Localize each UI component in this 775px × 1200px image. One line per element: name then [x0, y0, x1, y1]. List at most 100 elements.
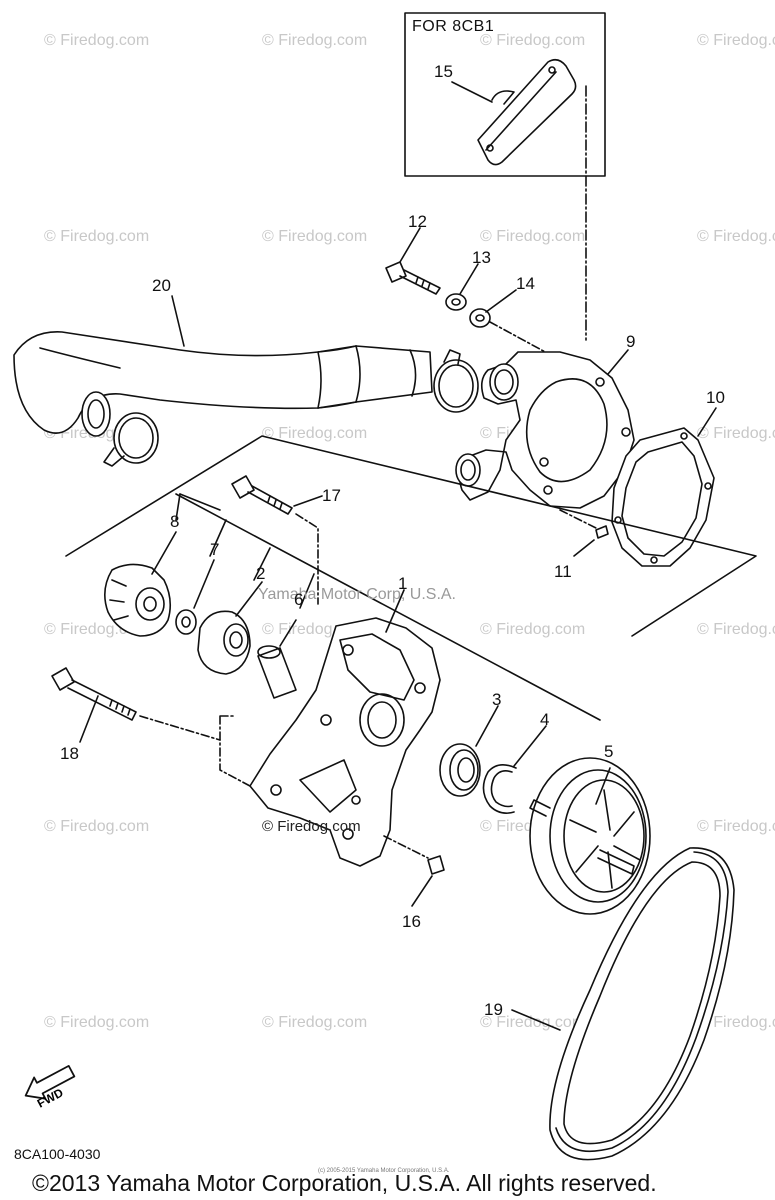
assembly-outline — [65, 435, 757, 637]
watermark: © Firedog.com — [697, 1014, 775, 1031]
inset-box — [404, 12, 606, 177]
watermark: © Firedog.com — [44, 1014, 150, 1031]
leader-dash — [139, 715, 221, 741]
part-6-collar — [257, 645, 297, 699]
part-10-gasket — [611, 427, 715, 567]
bracket-line — [175, 493, 601, 721]
leader-14 — [485, 289, 517, 313]
callout-6: 6 — [294, 590, 304, 609]
leader-15 — [451, 81, 493, 103]
assembly-outline — [179, 493, 221, 511]
leader-5 — [595, 767, 611, 805]
part-12-bolt — [385, 261, 441, 295]
part-15-bracket — [477, 58, 577, 166]
callout-11: 11 — [554, 562, 572, 581]
leader-dash — [383, 835, 429, 859]
leader-9 — [607, 349, 629, 375]
part-9-pump-cover — [455, 351, 635, 509]
callout-12: 12 — [408, 212, 427, 231]
callout-8: 8 — [170, 512, 180, 531]
part-1-pump-housing — [249, 617, 441, 867]
bracket-line — [253, 547, 271, 581]
hose-clamp-left — [103, 412, 159, 467]
watermark: © Firedog.com — [697, 228, 775, 245]
watermark: © Firedog.com — [262, 228, 368, 245]
part-11-pin — [595, 525, 609, 539]
part-3-bearing — [439, 743, 481, 797]
leader-dash — [295, 513, 319, 605]
watermark: © Firedog.com — [697, 32, 775, 49]
part-19-belt — [549, 847, 735, 1161]
callout-2: 2 — [256, 564, 266, 583]
part-16-pin — [427, 855, 445, 875]
leader-12 — [399, 227, 421, 263]
center-watermark: Yamaha Motor Corp, U.S.A. — [258, 586, 456, 603]
leader-13 — [459, 263, 479, 295]
diagram-code: 8CA100-4030 — [14, 1146, 101, 1162]
leader-1 — [385, 589, 405, 633]
leader-dash — [219, 715, 251, 787]
watermark: © Firedog.com — [44, 32, 150, 49]
watermark: © Firedog.com — [480, 32, 586, 49]
callout-20: 20 — [152, 276, 171, 295]
part-20-hose — [13, 331, 433, 437]
watermark: © Firedog.com — [697, 425, 775, 442]
watermark: © Firedog.com — [44, 818, 150, 835]
callout-13: 13 — [472, 248, 491, 267]
small-print: (c) 2005-2015 Yamaha Motor Corporation, … — [318, 1168, 450, 1174]
callout-4: 4 — [540, 710, 550, 729]
part-17-bolt — [231, 475, 293, 515]
leader-8 — [151, 531, 177, 575]
callout-3: 3 — [492, 690, 502, 709]
callout-9: 9 — [626, 332, 636, 351]
callout-15: 15 — [434, 62, 453, 81]
part-18-bolt — [51, 667, 137, 721]
watermark: © Firedog.com — [262, 425, 368, 442]
leader-18 — [79, 695, 99, 743]
part-2-seal — [197, 610, 251, 675]
leader-4 — [513, 725, 547, 767]
part-8-impeller — [104, 563, 172, 637]
part-7-washer — [175, 609, 197, 635]
callout-5: 5 — [604, 742, 614, 761]
leader-6 — [279, 619, 297, 647]
inset-label: FOR 8CB1 — [412, 18, 495, 35]
leader-16 — [411, 875, 433, 907]
watermark: © Firedog.com — [262, 32, 368, 49]
callout-19: 19 — [484, 1000, 503, 1019]
part-4-circlip — [482, 764, 517, 814]
leader-20 — [171, 295, 185, 347]
watermark: © Firedog.com — [480, 228, 586, 245]
leader-11 — [573, 539, 595, 557]
part-13-washer — [445, 293, 467, 311]
bracket-line — [209, 519, 227, 557]
callout-14: 14 — [516, 274, 535, 293]
part-5-pulley — [529, 757, 651, 915]
watermark: © Firedog.com — [480, 1014, 586, 1031]
hose-clamp-right — [433, 349, 479, 413]
watermark: © Firedog.com — [697, 621, 775, 638]
center-firedog-watermark: © Firedog.com — [262, 818, 361, 835]
watermark: © Firedog.com — [44, 228, 150, 245]
leader-10 — [697, 407, 717, 437]
leader-2 — [235, 581, 263, 617]
callout-17: 17 — [322, 486, 341, 505]
callout-18: 18 — [60, 744, 79, 763]
callout-16: 16 — [402, 912, 421, 931]
part-14-washer — [469, 308, 491, 328]
leader-dash — [559, 509, 597, 529]
callout-10: 10 — [706, 388, 725, 407]
watermark: © Firedog.com — [480, 621, 586, 638]
bracket-line — [175, 493, 181, 521]
leader-7 — [193, 559, 215, 609]
watermark: © Firedog.com — [262, 1014, 368, 1031]
bracket-line — [299, 573, 315, 609]
leader-19 — [511, 1009, 561, 1031]
watermark: © Firedog.com — [697, 818, 775, 835]
leader-3 — [475, 705, 499, 747]
copyright-notice: ©2013 Yamaha Motor Corporation, U.S.A. A… — [32, 1170, 657, 1196]
fwd-arrow-icon — [24, 1064, 76, 1100]
leader-17 — [293, 495, 323, 507]
callout-1: 1 — [398, 574, 408, 593]
